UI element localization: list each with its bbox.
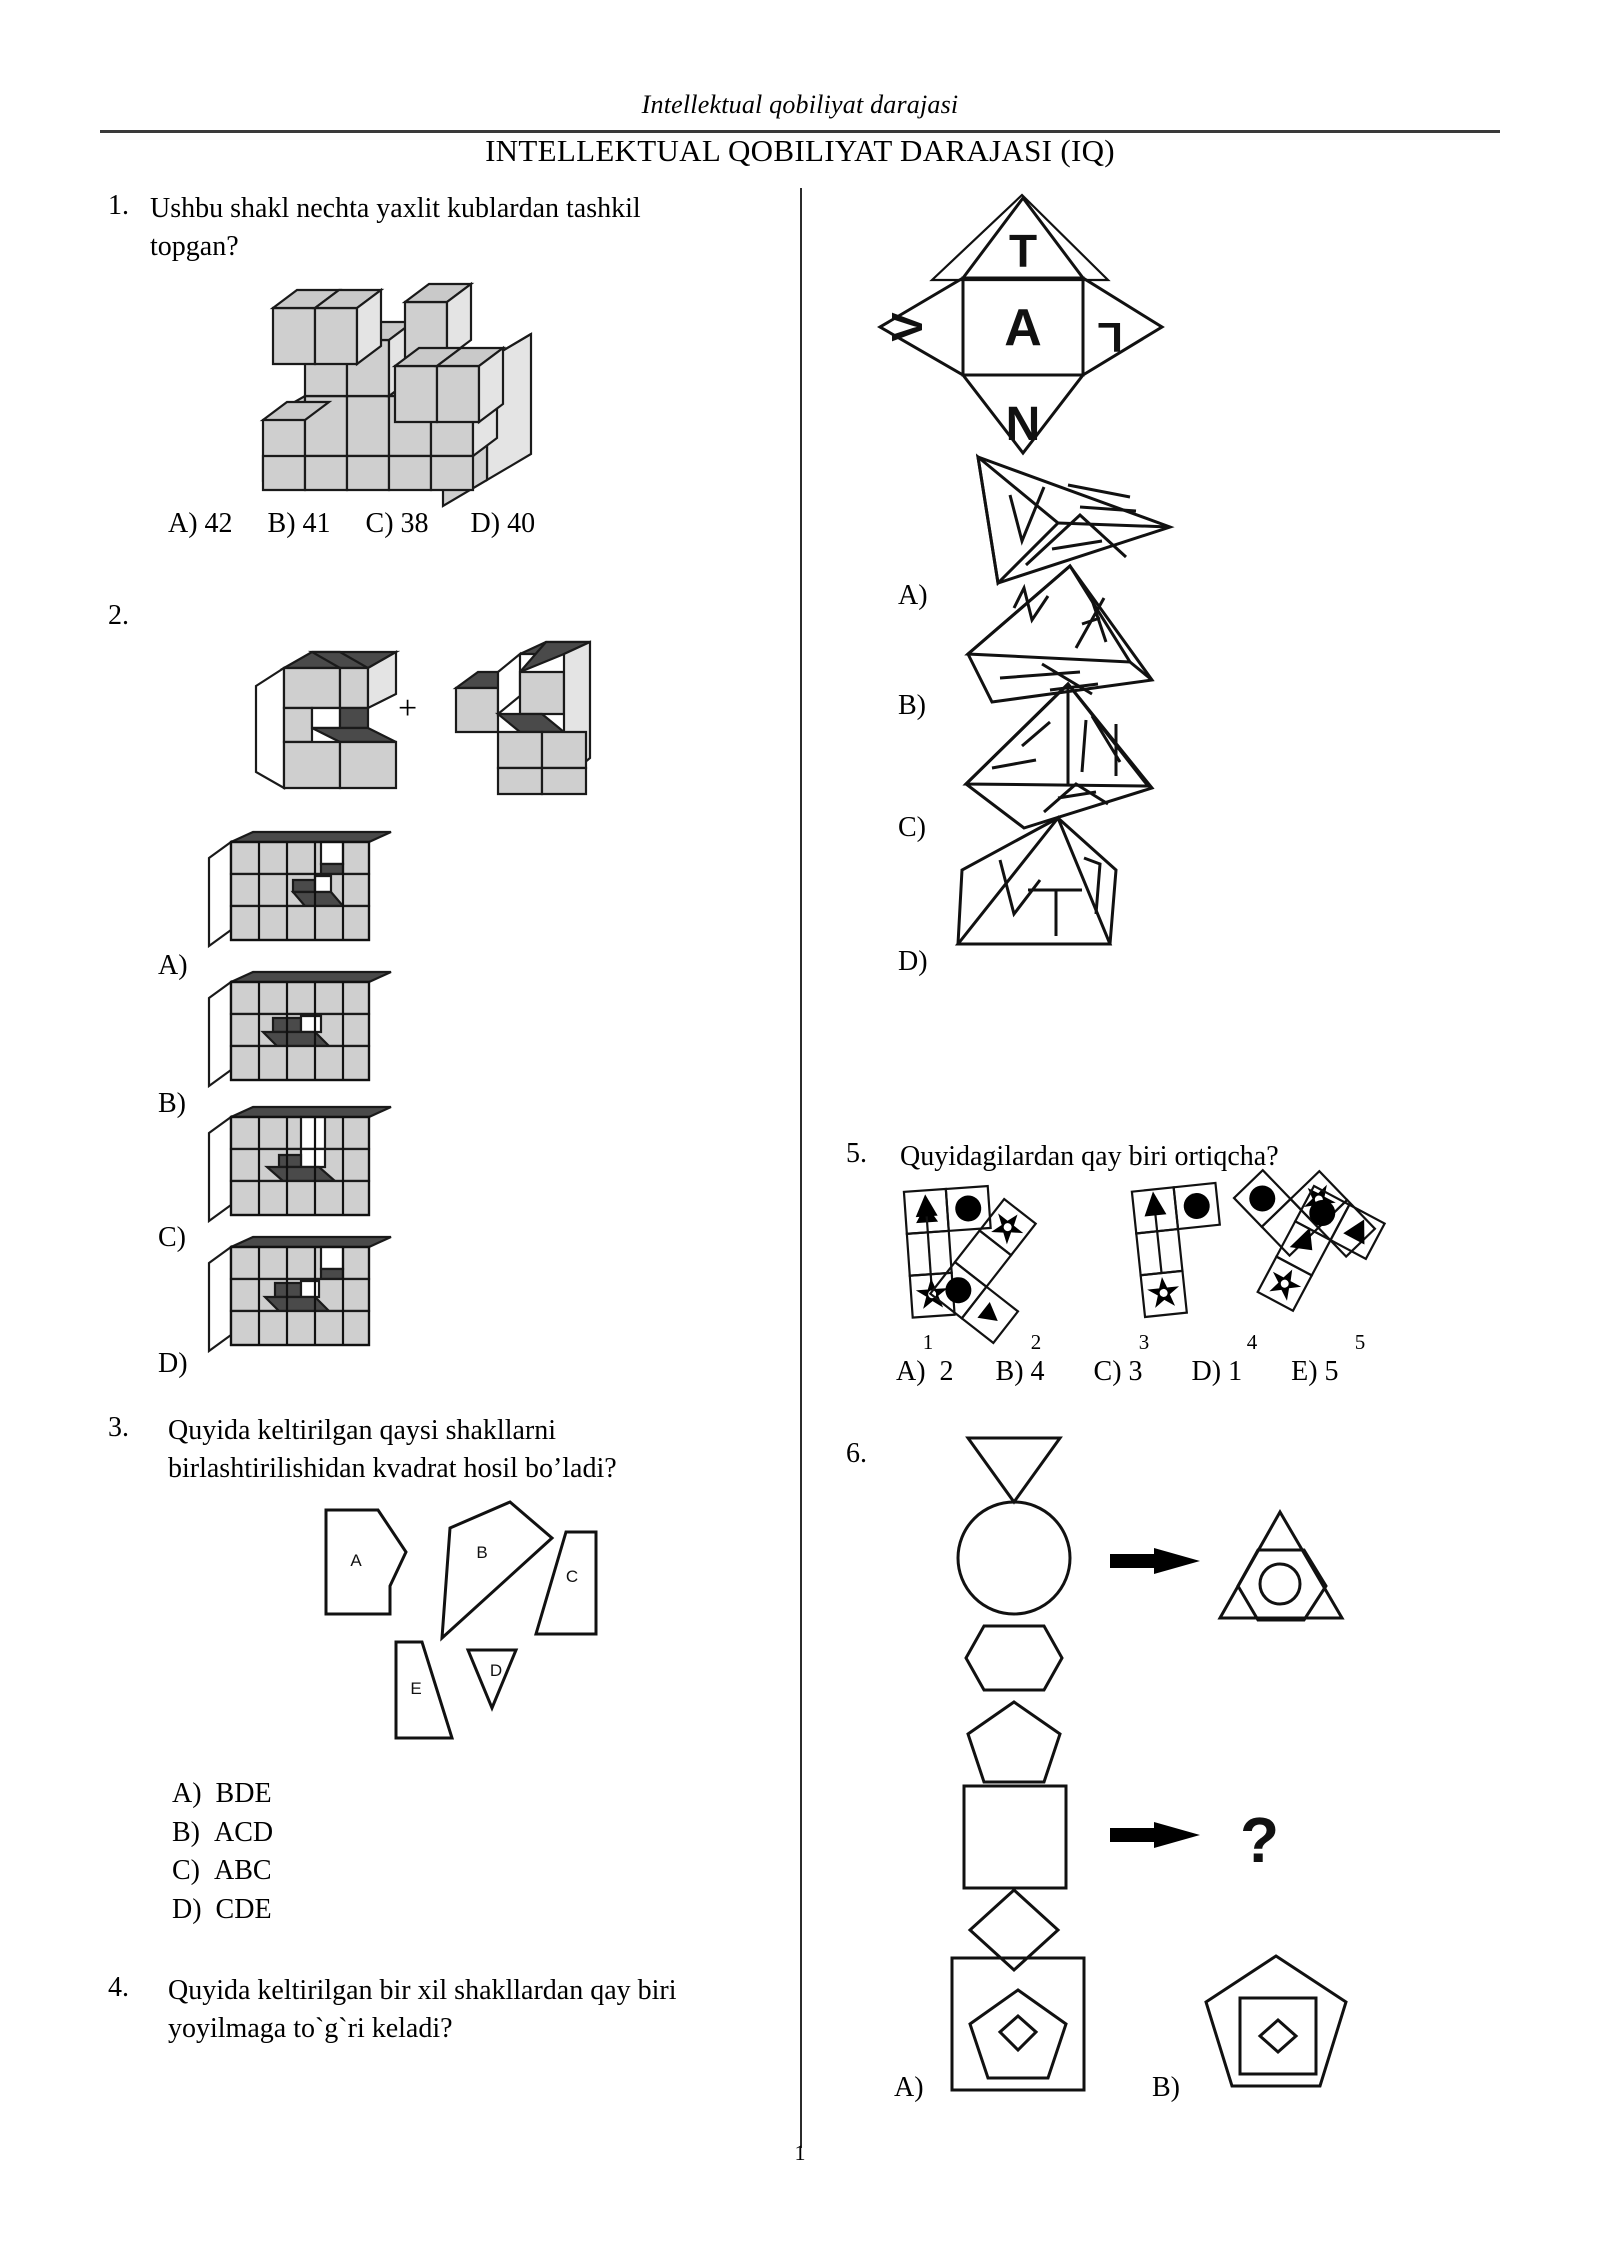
question-3-option-b-value: ACD (214, 1816, 274, 1848)
question-1-text: Ushbu shakl nechta yaxlit kublardan tash… (150, 193, 641, 263)
question-3-option-d[interactable]: D) CDE (172, 1891, 273, 1930)
column-divider (800, 188, 802, 2148)
question-6-unknown-marker: ? (1240, 1804, 1279, 1876)
question-2-option-b-label[interactable]: B) (158, 1088, 186, 1119)
question-5-figure-number-5: 5 (1354, 1330, 1366, 1354)
question-2-plus-sign: + (398, 690, 418, 727)
question-4-option-b-figure[interactable] (940, 562, 1180, 712)
question-3-option-a-value: BDE (215, 1778, 272, 1809)
question-4-number: 4. (108, 1972, 129, 2003)
question-5-number: 5. (846, 1138, 867, 1169)
question-3-option-d-value: CDE (215, 1893, 272, 1925)
question-3-options: A) BDE B) ACD C) ABC D) CDE (172, 1775, 273, 1930)
question-5-figure-number-4: 4 (1246, 1330, 1258, 1354)
question-2-option-d-figure[interactable] (205, 1235, 395, 1360)
shape-label-b: B (476, 1543, 487, 1562)
header-subtitle: Intellektual qobiliyat darajasi (641, 90, 959, 119)
question-4-option-d-label[interactable]: D) (898, 946, 928, 977)
question-6-option-a-figure[interactable] (942, 1950, 1092, 2100)
question-1-number: 1. (108, 190, 129, 221)
shape-label-c: C (566, 1567, 578, 1586)
question-2-option-a-label[interactable]: A) (158, 950, 188, 981)
question-4-option-d-figure[interactable] (930, 812, 1170, 957)
header-rule (100, 130, 1500, 133)
question-6-option-a-label[interactable]: A) (894, 2072, 924, 2103)
question-2-option-a-figure[interactable] (205, 830, 395, 955)
net-letter-center: A (1004, 299, 1042, 357)
shape-label-a: A (350, 1551, 362, 1570)
question-2-option-b-figure[interactable] (205, 970, 395, 1095)
question-3-option-c-value: ABC (214, 1855, 272, 1887)
question-2-operand-1 (250, 650, 410, 800)
question-5-text: Quyidagilardan qay biri ortiqcha? (900, 1141, 1279, 1172)
question-6-shape-stack: ? (940, 1430, 1380, 1973)
question-2-option-c-figure[interactable] (205, 1105, 395, 1230)
question-3-option-c-label: C) (172, 1855, 200, 1887)
page-number: 1 (794, 2140, 806, 2165)
question-5-figure-number-2: 2 (1030, 1330, 1042, 1354)
question-2-option-d-label[interactable]: D) (158, 1348, 188, 1379)
question-3-option-a[interactable]: A) BDE (172, 1775, 273, 1814)
question-6-number: 6. (846, 1438, 867, 1469)
question-4-option-a-figure[interactable] (940, 445, 1180, 590)
question-6-option-b-figure[interactable] (1198, 1946, 1358, 2101)
question-2-number: 2. (108, 600, 129, 631)
question-4-option-c-figure[interactable] (940, 680, 1180, 835)
question-3-text: Quyida keltirilgan qaysi shakllarni birl… (168, 1415, 617, 1485)
shape-label-e: E (410, 1679, 421, 1698)
net-letter-bottom: N (1006, 398, 1041, 451)
question-1-cube-figure (245, 268, 555, 508)
question-3-option-b-label: B) (172, 1816, 200, 1848)
question-5-figure-number-1: 1 (922, 1330, 934, 1354)
question-5-options: A) 2 B) 4 C) 3 D) 1 E) 5 (896, 1356, 1339, 1387)
question-4-option-b-label[interactable]: B) (898, 690, 926, 721)
net-letter-right: L (1097, 314, 1123, 361)
question-3-option-b[interactable]: B) ACD (172, 1814, 273, 1853)
question-2-option-c-label[interactable]: C) (158, 1222, 186, 1253)
net-letter-top: T (1009, 225, 1037, 277)
question-3-number: 3. (108, 1412, 129, 1443)
question-5-figures (862, 1168, 1392, 1345)
question-2-operand-2 (450, 640, 600, 800)
question-6-option-b-label[interactable]: B) (1152, 2072, 1180, 2103)
question-3-option-c[interactable]: C) ABC (172, 1852, 273, 1891)
question-4-text: Quyida keltirilgan bir xil shakllardan q… (168, 1975, 677, 2045)
question-5-figure-number-3: 3 (1138, 1330, 1150, 1354)
question-4-option-c-label[interactable]: C) (898, 812, 926, 843)
question-3-option-d-label: D) (172, 1893, 202, 1925)
question-1-options: A) 42 B) 41 C) 38 D) 40 (168, 508, 536, 539)
question-3-option-a-label: A) (172, 1778, 202, 1809)
question-3-shapes: A B C D E (300, 1490, 630, 1750)
shape-label-d: D (490, 1661, 502, 1680)
net-letter-left: V (883, 312, 932, 342)
question-4-option-a-label[interactable]: A) (898, 580, 928, 611)
question-4-net-figure: T A N V L (870, 185, 1170, 460)
page-title: INTELLEKTUAL QOBILIYAT DARAJASI (IQ) (485, 133, 1115, 168)
